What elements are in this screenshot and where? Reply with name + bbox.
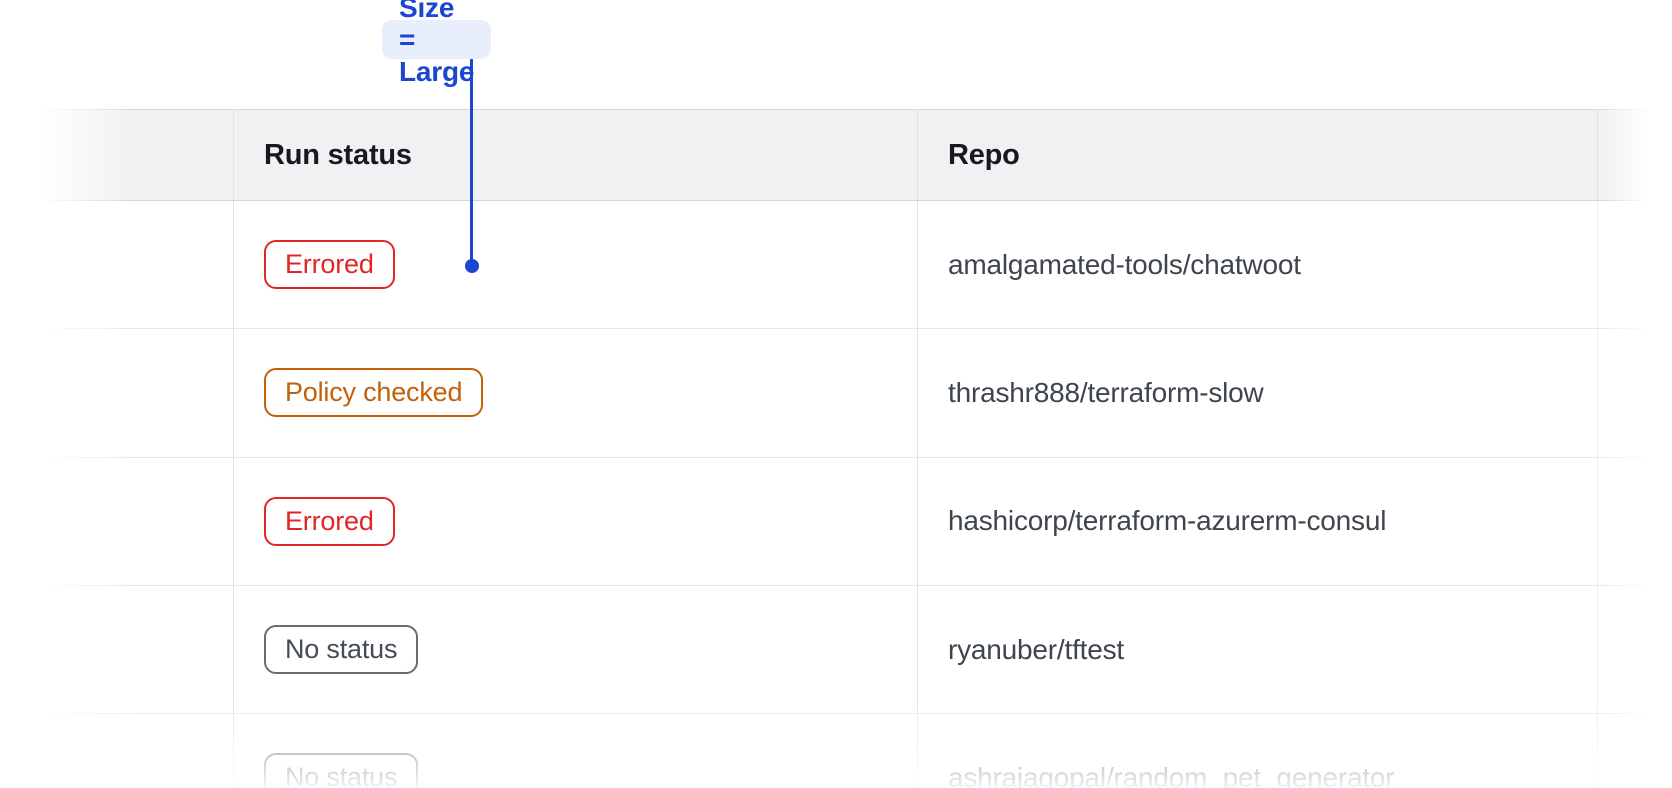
run-status-column-label: Run status bbox=[264, 138, 412, 171]
row-cell-empty bbox=[43, 329, 233, 456]
row-cell-cropped bbox=[1597, 329, 1649, 457]
run-status-cell: No status bbox=[233, 585, 917, 714]
runs-table: Run status Repo Errored amalgamated-tool… bbox=[43, 109, 1650, 788]
status-badge: No status bbox=[264, 625, 419, 675]
row-cell-empty bbox=[43, 201, 233, 328]
repo-cell: hashicorp/terraform-azurerm-consul bbox=[917, 457, 1597, 585]
header-cell-empty bbox=[43, 110, 233, 200]
repo-cell: ryanuber/tftest bbox=[917, 585, 1597, 714]
run-status-cell: No status bbox=[233, 714, 917, 788]
repo-cell: thrashr888/terraform-slow bbox=[917, 329, 1597, 457]
status-badge: No status bbox=[264, 753, 419, 788]
repo-name: ashrajagopal/random_pet_generator bbox=[948, 761, 1395, 788]
status-badge: Errored bbox=[264, 240, 395, 290]
repo-name: hashicorp/terraform-azurerm-consul bbox=[948, 505, 1387, 537]
row-cell-empty bbox=[43, 586, 233, 713]
header-cell-run-status: Run status bbox=[233, 110, 917, 200]
size-annotation-label: Size = Large bbox=[399, 0, 475, 87]
annotation-pointer-dot bbox=[465, 259, 479, 273]
row-cell-cropped bbox=[1597, 201, 1649, 329]
header-cell-repo: Repo bbox=[917, 110, 1597, 200]
repo-cell: amalgamated-tools/chatwoot bbox=[917, 201, 1597, 329]
repo-name: amalgamated-tools/chatwoot bbox=[948, 248, 1301, 280]
repo-cell: ashrajagopal/random_pet_generator bbox=[917, 714, 1597, 788]
run-status-cell: Errored bbox=[233, 201, 917, 329]
row-cell-cropped bbox=[1597, 585, 1649, 714]
table-row[interactable]: Errored amalgamated-tools/chatwoot bbox=[43, 201, 1650, 330]
repo-name: thrashr888/terraform-slow bbox=[948, 376, 1264, 408]
repo-column-label: Repo bbox=[948, 138, 1020, 171]
run-status-cell: Policy checked bbox=[233, 329, 917, 457]
row-cell-empty bbox=[43, 458, 233, 585]
run-status-cell: Errored bbox=[233, 457, 917, 585]
status-badge: Policy checked bbox=[264, 368, 484, 418]
table-row[interactable]: No status ryanuber/tftest bbox=[43, 585, 1650, 715]
table-row[interactable]: Errored hashicorp/terraform-azurerm-cons… bbox=[43, 457, 1650, 586]
size-annotation-pill: Size = Large bbox=[382, 0, 492, 87]
status-badge: Errored bbox=[264, 496, 395, 546]
row-cell-empty bbox=[43, 714, 233, 788]
annotation-connector-line bbox=[470, 59, 473, 260]
repo-name: ryanuber/tftest bbox=[948, 633, 1124, 665]
table-header-row: Run status Repo bbox=[43, 109, 1650, 201]
row-cell-cropped bbox=[1597, 714, 1649, 788]
row-cell-cropped bbox=[1597, 457, 1649, 585]
table-row[interactable]: Policy checked thrashr888/terraform-slow bbox=[43, 329, 1650, 458]
header-cell-cropped bbox=[1597, 110, 1649, 200]
table-row[interactable]: No status ashrajagopal/random_pet_genera… bbox=[43, 714, 1650, 788]
